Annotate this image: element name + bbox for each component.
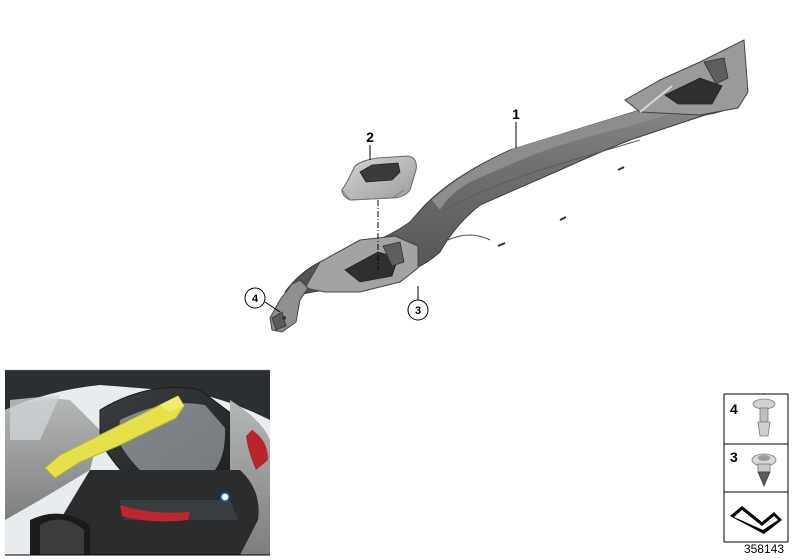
legend-row-3: 3 xyxy=(730,449,777,488)
legend-row-4-number: 4 xyxy=(730,401,738,417)
callout-4: 4 xyxy=(244,287,281,313)
reference-code: 358143 xyxy=(744,542,784,556)
callout-2-label: 2 xyxy=(366,129,374,145)
assortment-symbol-icon xyxy=(730,506,782,534)
callout-3-label: 3 xyxy=(415,305,421,317)
expansion-rivet-icon xyxy=(751,453,777,488)
push-clip-icon xyxy=(752,398,776,437)
callout-1: 1 xyxy=(512,106,520,148)
trim-cover-part-2 xyxy=(341,155,417,201)
callout-1-label: 1 xyxy=(512,106,520,122)
callout-2: 2 xyxy=(366,129,374,160)
legend-row-4: 4 xyxy=(730,398,776,437)
trim-panel-part-1 xyxy=(269,39,749,333)
car-location-inset xyxy=(5,369,270,556)
callout-3: 3 xyxy=(407,286,429,321)
fastener-legend: 4 3 xyxy=(723,393,789,543)
callout-4-label: 4 xyxy=(252,293,259,305)
legend-row-3-number: 3 xyxy=(730,449,738,465)
